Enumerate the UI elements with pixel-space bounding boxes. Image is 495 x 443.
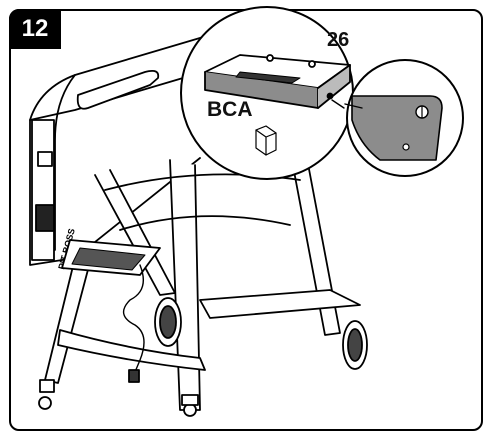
cart-frame xyxy=(44,147,361,411)
step-number-badge: 12 xyxy=(9,9,61,49)
grill-barrel: PIT BOSS xyxy=(29,34,211,271)
shelf-zoom-circle xyxy=(180,6,354,180)
bracket-zoom-circle xyxy=(346,59,464,177)
wheels xyxy=(38,297,368,417)
part-number-label: 26 xyxy=(327,29,350,51)
hardware-code-label: BCA xyxy=(207,98,253,121)
leader-line xyxy=(344,103,363,109)
